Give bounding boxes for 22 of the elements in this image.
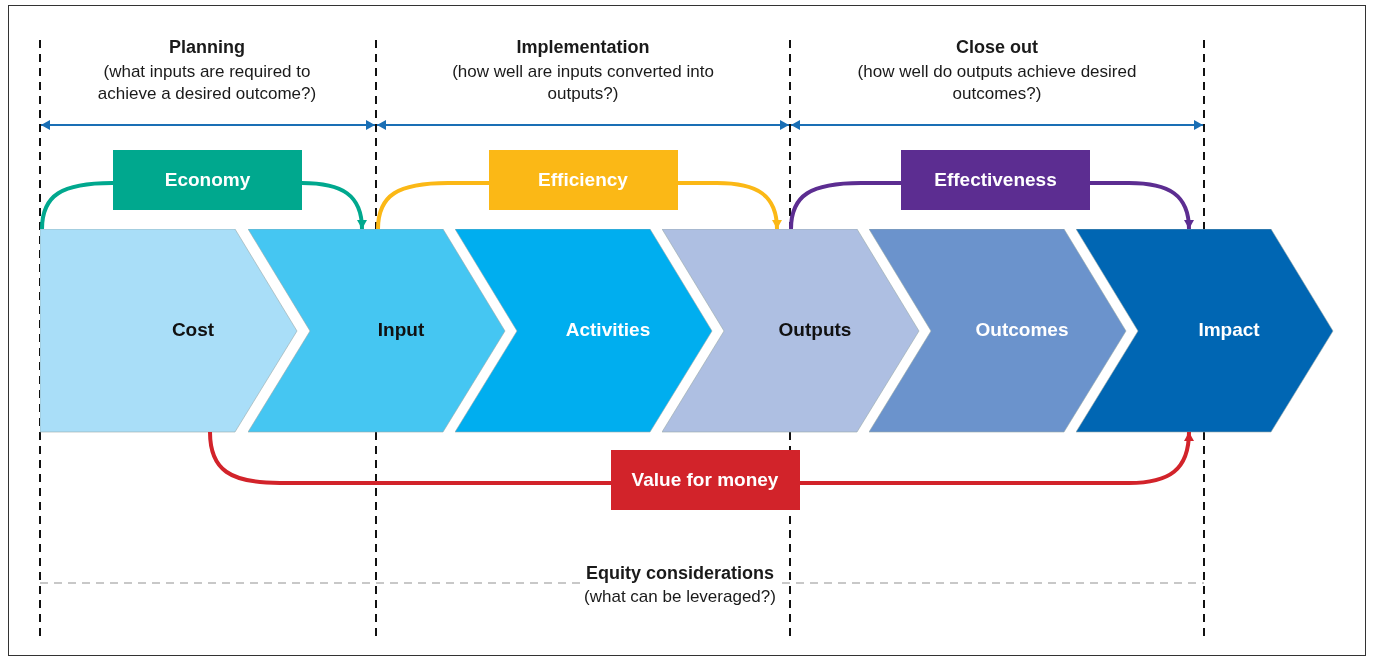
- phase-note: (how well are inputs converted into outputs?): [451, 61, 715, 106]
- edge-label: Effectiveness: [901, 150, 1090, 210]
- chevron-shape: [40, 229, 298, 433]
- stage-label: Cost: [171, 319, 215, 341]
- phase-note: (how well do outputs achieve desired outcomes?): [856, 61, 1138, 106]
- edge-label: Efficiency: [488, 150, 678, 210]
- chevron-shape: [248, 229, 506, 433]
- phase-note: (what inputs are required to achieve a desired outcome?): [96, 61, 318, 106]
- chevron-shape: [869, 229, 1127, 433]
- stage-label: Activities: [565, 319, 651, 341]
- edge-label: Value for money: [610, 450, 800, 510]
- chevron-shape: [455, 229, 713, 433]
- stage-label: Impact: [1198, 319, 1260, 341]
- chevron-shape: [662, 229, 920, 433]
- phase-heading: Implementation: [515, 36, 651, 59]
- edge-label: Economy: [113, 150, 302, 210]
- stage-label: Input: [377, 319, 425, 341]
- phase-heading: Close out: [955, 36, 1039, 59]
- stage-label: Outputs: [778, 319, 852, 341]
- stage-label: Outcomes: [975, 319, 1069, 341]
- phase-heading: Planning: [168, 36, 246, 59]
- chevron-shape: [1076, 229, 1334, 433]
